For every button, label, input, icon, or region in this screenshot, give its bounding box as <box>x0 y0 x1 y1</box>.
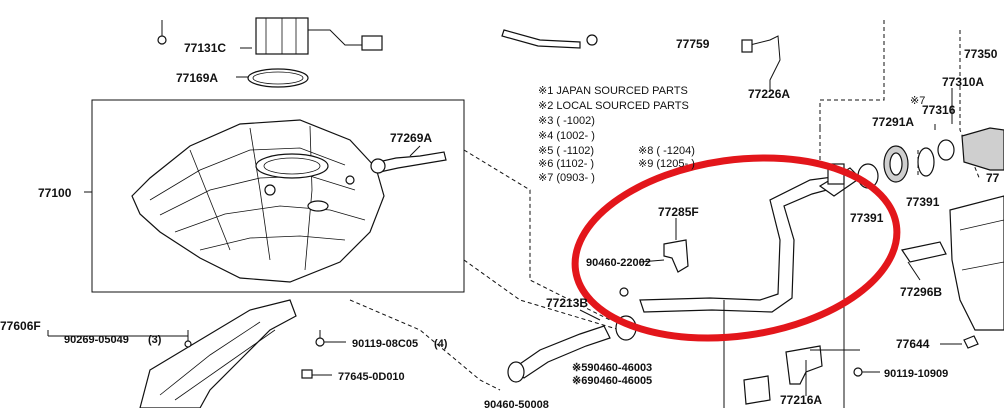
filler-pipe <box>619 163 861 313</box>
label-90460-22002: 90460-22002 <box>586 257 651 269</box>
label-690460: ※690460-46005 <box>572 375 652 387</box>
tank-gasket-ring <box>247 68 309 88</box>
label-77131c: 77131C <box>184 41 226 55</box>
cap-77316 <box>937 127 1004 171</box>
note-4: ※4 (1002- ) <box>538 130 595 142</box>
bracket-77216a <box>743 345 880 405</box>
note-7: ※7 (0903- ) <box>538 172 595 184</box>
bracket-77296b <box>901 241 947 281</box>
leader-lines <box>236 47 962 408</box>
clip-77645 <box>301 369 332 379</box>
tank-group-box <box>84 99 465 293</box>
label-mark7: ※7 <box>910 95 925 107</box>
note-3: ※3 ( -1002) <box>538 115 595 127</box>
note-9: ※9 (1205- ) <box>638 158 695 170</box>
clip-77644 <box>963 335 979 349</box>
notes-block: ※1 JAPAN SOURCED PARTS ※2 LOCAL SOURCED … <box>538 85 695 184</box>
label-77606f: 77606F <box>0 319 41 333</box>
red-highlight-ellipse <box>571 154 901 342</box>
fuel-sender-gauge <box>157 17 383 55</box>
bolt-90119-08c05 <box>315 330 346 347</box>
label-77216a: 77216A <box>780 393 822 407</box>
label-77285f: 77285F <box>658 205 699 219</box>
label-77269a: 77269A <box>390 131 432 145</box>
note-1: ※1 JAPAN SOURCED PARTS <box>538 85 688 97</box>
label-77391-a: 77391 <box>850 211 884 225</box>
label-77-right: 77 <box>986 171 1000 185</box>
label-77350: 77350 <box>964 47 998 61</box>
vent-hose-77269a <box>370 151 447 174</box>
part-labels: 77131C 77169A 77100 77269A 77606F 90269-… <box>0 37 1000 411</box>
note-8: ※8 ( -1204) <box>638 145 695 157</box>
label-77169a: 77169A <box>176 71 218 85</box>
note-2: ※2 LOCAL SOURCED PARTS <box>538 100 689 112</box>
label-77391-b: 77391 <box>906 195 940 209</box>
label-77759: 77759 <box>676 37 710 51</box>
inlet-gasket-77291a <box>883 145 909 183</box>
label-90460-50008: 90460-50008 <box>484 399 549 408</box>
label-77226a: 77226A <box>748 87 790 101</box>
label-77291a: 77291A <box>872 115 914 129</box>
label-77644: 77644 <box>896 337 930 351</box>
note-5: ※5 ( -1102) <box>538 145 594 157</box>
label-90269-qty: (3) <box>148 334 162 346</box>
note-6: ※6 (1102- ) <box>538 158 594 170</box>
label-590460: ※590460-46003 <box>572 362 652 374</box>
tank-protector <box>47 299 297 409</box>
label-90119-08c05: 90119-08C05 <box>352 338 418 350</box>
label-77316: 77316 <box>922 103 956 117</box>
label-77100: 77100 <box>38 186 72 200</box>
label-77213b: 77213B <box>546 296 588 310</box>
label-90119-08c05-qty: (4) <box>434 338 448 350</box>
inlet-housing <box>949 195 1004 331</box>
label-77310a: 77310A <box>942 75 984 89</box>
label-90119-10909: 90119-10909 <box>884 368 948 380</box>
label-77296b: 77296B <box>900 285 942 299</box>
fuel-tank <box>131 119 385 283</box>
label-77645: 77645-0D010 <box>338 371 405 383</box>
label-90269: 90269-05049 <box>64 334 129 346</box>
breather-tube <box>501 29 781 92</box>
